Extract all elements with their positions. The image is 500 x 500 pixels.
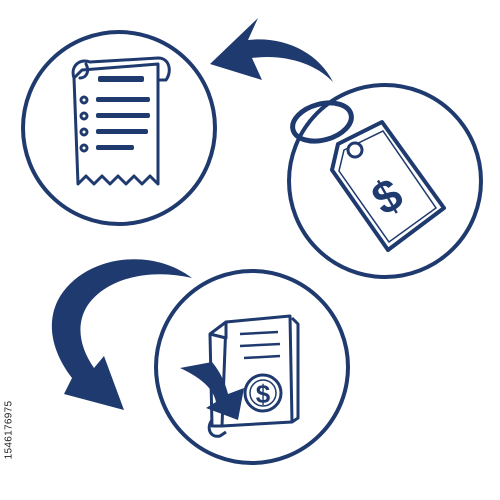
price-tag-circle: $ <box>287 83 483 279</box>
price-tag-icon: $ <box>290 100 446 252</box>
receipt-circle <box>21 30 217 226</box>
curved-arrow-icon <box>210 18 333 82</box>
receipt-icon <box>71 56 171 186</box>
receipt-lines <box>96 76 150 150</box>
curved-arrow-icon <box>51 259 192 410</box>
stock-id-text: 1546176975 <box>3 400 15 460</box>
down-arrow-icon <box>180 362 244 420</box>
coin-dollar-sign: $ <box>256 379 271 409</box>
invoice-circle: $ <box>154 269 350 465</box>
stock-id-label: 1546176975 <box>3 375 15 485</box>
invoice-document-icon <box>207 314 300 438</box>
